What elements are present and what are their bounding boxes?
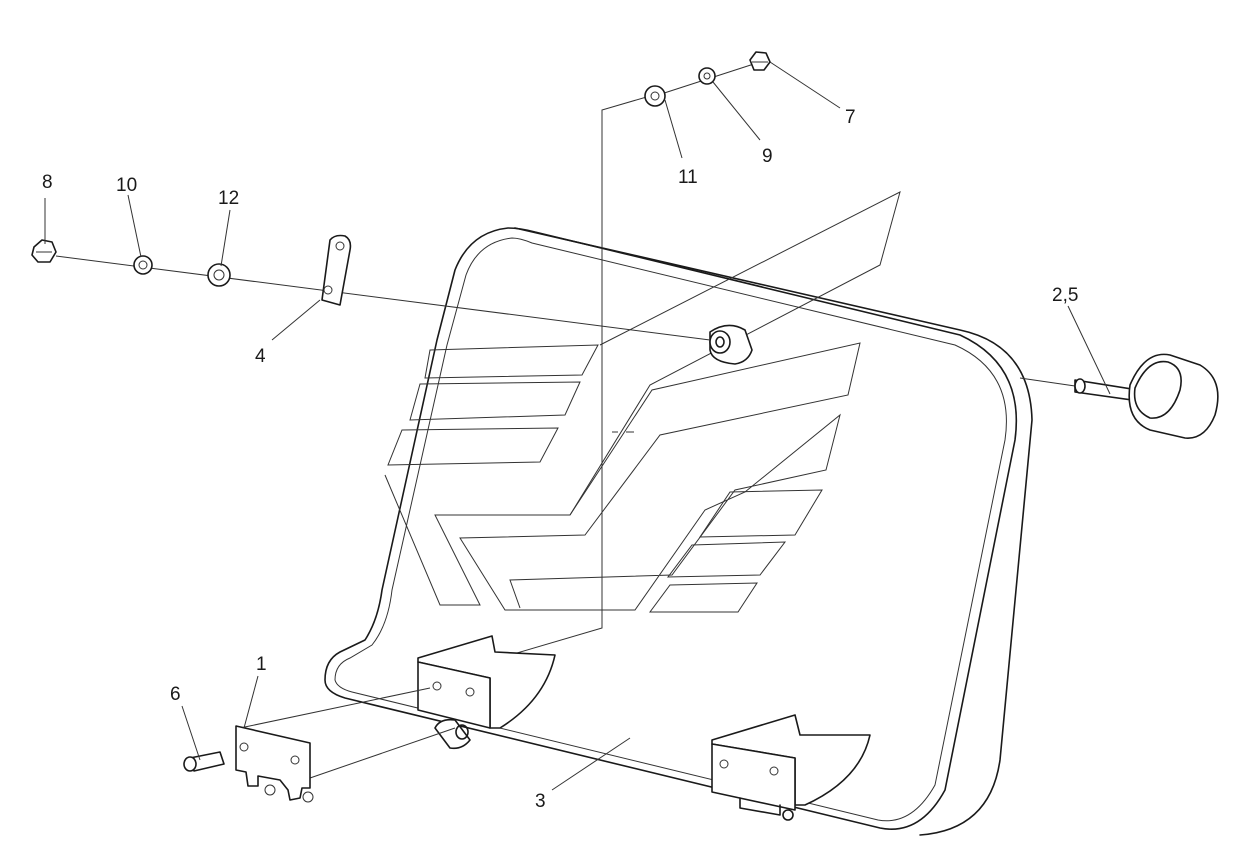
label-part-8: 8 [42, 172, 53, 193]
label-part-9: 9 [762, 146, 773, 167]
bracket-part-4 [321, 234, 352, 306]
hinge-bracket-right [711, 714, 871, 821]
hex-nut-part-8 [31, 239, 57, 263]
flat-washer-part-12 [207, 263, 231, 287]
guide-line-11 [492, 95, 651, 661]
lock-washer-part-10 [133, 255, 153, 275]
lock-washer-part-9 [698, 67, 716, 85]
leader-lines [44, 61, 1111, 791]
label-part-6: 6 [170, 684, 181, 705]
label-part-3: 3 [535, 791, 546, 812]
panel-boss [709, 324, 753, 365]
pin-part-6 [183, 751, 225, 772]
guide-line-top [55, 255, 711, 341]
panel-part-3 [324, 227, 1033, 836]
label-part-4: 4 [255, 346, 266, 367]
label-part-7: 7 [845, 107, 856, 128]
label-part-1: 1 [256, 654, 267, 675]
pin-and-cap-part-2-5 [1074, 353, 1219, 439]
label-part-11: 11 [678, 167, 698, 188]
label-part-2-5: 2,5 [1052, 285, 1078, 306]
label-part-10: 10 [116, 175, 137, 196]
hinge-plate-part-1 [235, 687, 456, 803]
flat-washer-part-11 [644, 85, 666, 107]
guide-line-right [1019, 377, 1076, 387]
hex-nut-part-7 [749, 51, 771, 71]
hinge-bracket-left [417, 635, 556, 750]
panel-emblem [384, 191, 901, 613]
label-part-12: 12 [218, 188, 239, 209]
